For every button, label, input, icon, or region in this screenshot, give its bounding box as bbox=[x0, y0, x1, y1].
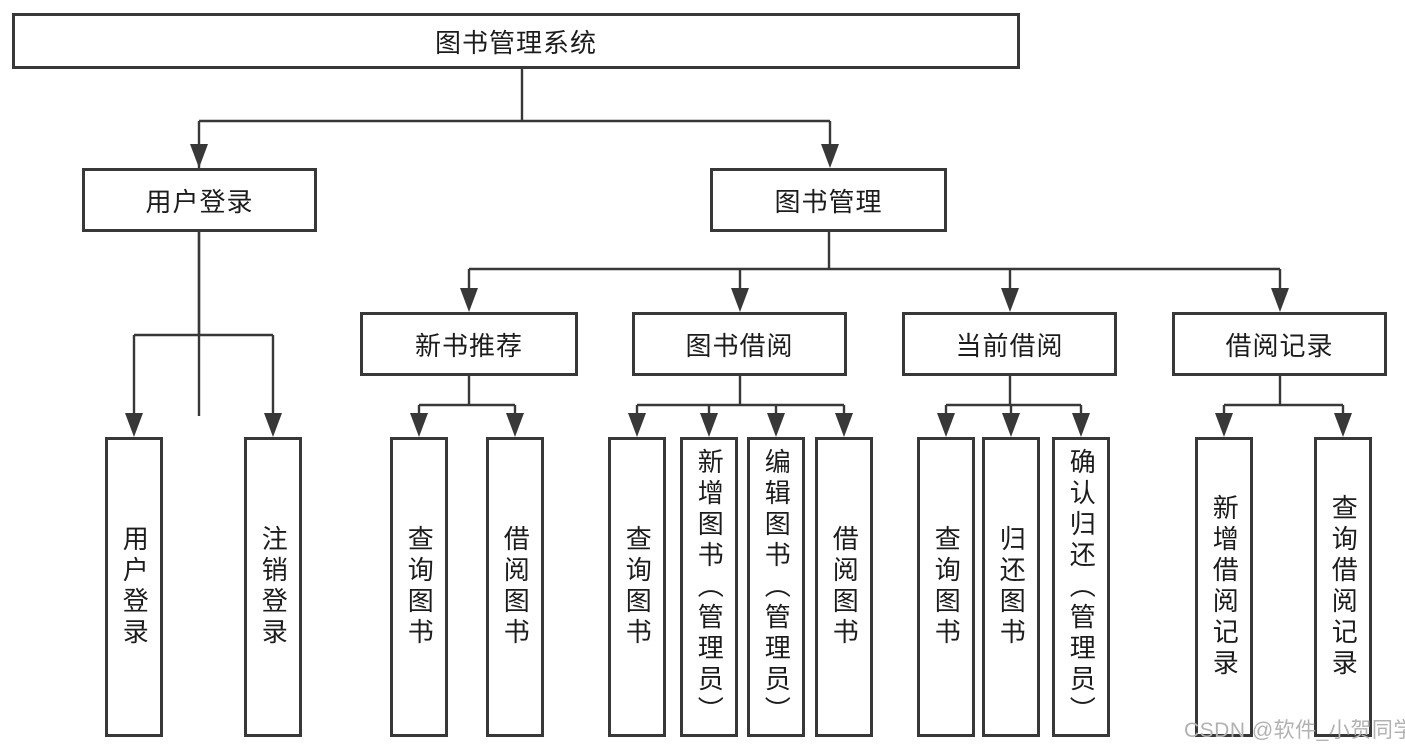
leaf-query-books-recommend: 查询图书 bbox=[390, 437, 448, 737]
leaf-borrow-books-label: 借阅图书 bbox=[829, 525, 860, 649]
leaf-confirm-return-admin-label: 确认归还（管理员） bbox=[1066, 447, 1097, 727]
leaf-query-books-borrow: 查询图书 bbox=[608, 437, 666, 737]
node-new-book-recommendation: 新书推荐 bbox=[360, 312, 578, 376]
connector-book-management-to-level3 bbox=[460, 232, 1289, 312]
connector-book-borrow-to-leaves bbox=[628, 376, 853, 437]
leaf-borrow-books-recommend-label: 借阅图书 bbox=[500, 525, 531, 649]
leaf-add-books-admin: 新增图书（管理员） bbox=[680, 437, 738, 737]
leaf-query-borrow-record: 查询借阅记录 bbox=[1314, 437, 1372, 737]
csdn-watermark: CSDN @软件_小贺同学 bbox=[1184, 719, 1405, 742]
leaf-add-borrow-record: 新增借阅记录 bbox=[1195, 437, 1253, 737]
node-library-management-system: 图书管理系统 bbox=[12, 13, 1020, 69]
connector-current-borrow-to-leaves bbox=[937, 376, 1090, 437]
connector-new-book-to-leaves bbox=[410, 376, 524, 437]
leaf-logout-label: 注销登录 bbox=[258, 525, 289, 649]
leaf-confirm-return-admin: 确认归还（管理员） bbox=[1052, 437, 1110, 737]
leaf-query-books-recommend-label: 查询图书 bbox=[404, 525, 435, 649]
leaf-borrow-books-recommend: 借阅图书 bbox=[486, 437, 544, 737]
node-borrowing-records: 借阅记录 bbox=[1172, 312, 1387, 376]
connector-root-to-level2 bbox=[190, 69, 839, 416]
leaf-add-borrow-record-label: 新增借阅记录 bbox=[1209, 494, 1240, 680]
leaf-query-books-current-label: 查询图书 bbox=[931, 525, 962, 649]
leaf-logout: 注销登录 bbox=[244, 437, 302, 737]
connector-borrow-records-to-leaves bbox=[1215, 376, 1352, 437]
leaf-return-books: 归还图书 bbox=[982, 437, 1040, 737]
leaf-return-books-label: 归还图书 bbox=[996, 525, 1027, 649]
node-current-borrowing: 当前借阅 bbox=[902, 312, 1117, 376]
node-book-management: 图书管理 bbox=[710, 168, 947, 232]
leaf-edit-books-admin-label: 编辑图书（管理员） bbox=[761, 447, 792, 727]
leaf-query-books-borrow-label: 查询图书 bbox=[622, 525, 653, 649]
leaf-edit-books-admin: 编辑图书（管理员） bbox=[747, 437, 805, 737]
connector-user-login-to-leaves bbox=[125, 232, 282, 437]
node-user-login: 用户登录 bbox=[82, 168, 317, 232]
leaf-add-books-admin-label: 新增图书（管理员） bbox=[694, 447, 725, 727]
leaf-borrow-books: 借阅图书 bbox=[815, 437, 873, 737]
leaf-user-login-label: 用户登录 bbox=[119, 525, 150, 649]
leaf-query-books-current: 查询图书 bbox=[917, 437, 975, 737]
leaf-user-login: 用户登录 bbox=[105, 437, 163, 737]
leaf-query-borrow-record-label: 查询借阅记录 bbox=[1328, 494, 1359, 680]
node-book-borrowing: 图书借阅 bbox=[632, 312, 847, 376]
